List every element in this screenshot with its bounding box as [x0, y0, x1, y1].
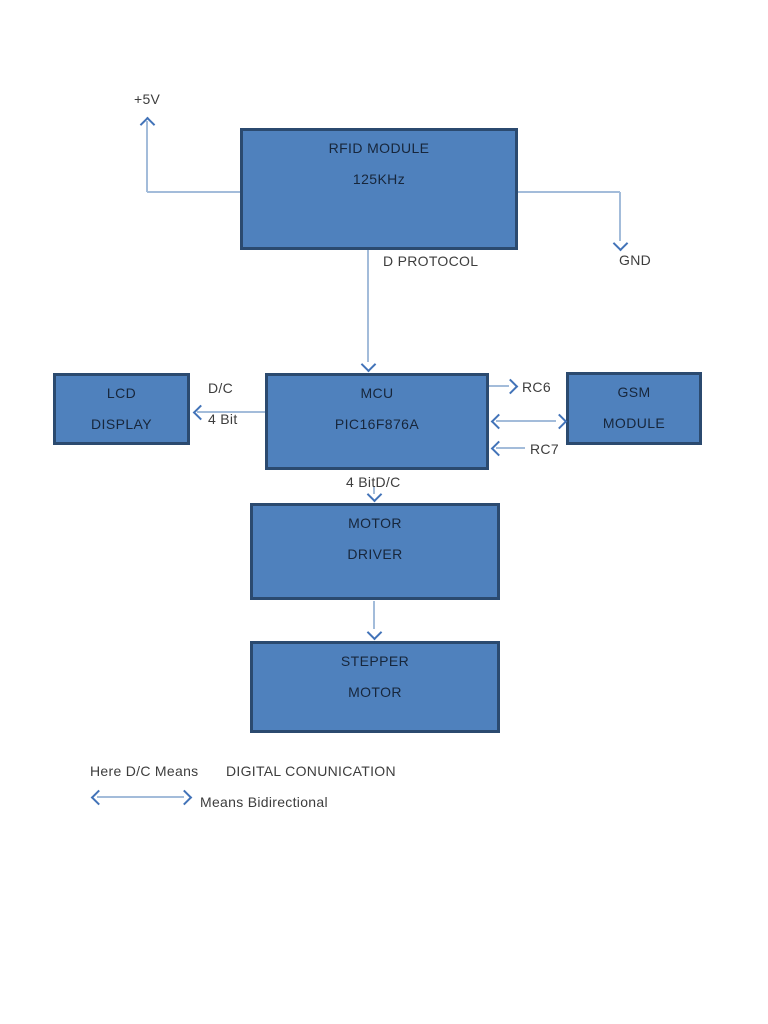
wire-mcu-to-motor-driver — [373, 487, 375, 494]
label-rc6: RC6 — [522, 379, 551, 395]
block-rfid-line1: RFID MODULE — [328, 140, 430, 156]
wire-motor-driver-to-stepper — [373, 601, 375, 629]
block-rfid-line2: 125KHz — [352, 171, 406, 187]
block-motor-driver-line2: DRIVER — [347, 546, 403, 562]
block-motor-driver: MOTOR DRIVER — [250, 503, 500, 600]
legend-dc-prefix: Here D/C Means — [90, 763, 199, 779]
wire-5v-horizontal — [147, 191, 240, 193]
label-rc7: RC7 — [530, 441, 559, 457]
block-mcu-line2: PIC16F876A — [334, 416, 420, 432]
block-rfid-module: RFID MODULE 125KHz — [240, 128, 518, 250]
block-mcu-line1: MCU — [360, 385, 394, 401]
block-gsm-module: GSM MODULE — [566, 372, 702, 445]
arrowhead-down-stepper-icon — [366, 624, 383, 641]
label-d-protocol: D PROTOCOL — [383, 253, 479, 269]
wire-rc6 — [489, 385, 509, 387]
legend-bidirectional-text: Means Bidirectional — [200, 794, 328, 810]
arrowhead-left-lcd-icon — [192, 404, 209, 421]
arrowhead-right-bidirectional-icon — [551, 413, 568, 430]
block-mcu: MCU PIC16F876A — [265, 373, 489, 470]
block-motor-driver-line1: MOTOR — [348, 515, 402, 531]
wire-5v-vertical — [146, 121, 148, 192]
label-gnd: GND — [619, 252, 652, 268]
wire-rc7 — [496, 447, 525, 449]
label-dc: D/C — [208, 380, 234, 396]
block-lcd-display: LCD DISPLAY — [53, 373, 190, 445]
block-gsm-line1: GSM — [617, 384, 651, 400]
block-stepper-line2: MOTOR — [348, 684, 402, 700]
label-4bit: 4 Bit — [208, 411, 238, 427]
block-stepper-line1: STEPPER — [340, 653, 410, 669]
arrowhead-left-legend-icon — [90, 789, 107, 806]
arrowhead-left-rc7-icon — [490, 440, 507, 457]
wire-protocol-vertical — [367, 250, 369, 362]
label-4bit-dc: 4 BitD/C — [346, 474, 401, 490]
label-plus5v: +5V — [134, 91, 161, 107]
block-gsm-line2: MODULE — [602, 415, 666, 431]
block-lcd-line1: LCD — [106, 385, 137, 401]
block-lcd-line2: DISPLAY — [91, 416, 152, 432]
wire-mcu-gsm-bidirectional — [496, 420, 556, 422]
arrowhead-up-5v-icon — [139, 116, 156, 133]
arrowhead-down-protocol-icon — [360, 356, 377, 373]
wire-legend-bidirectional — [97, 796, 184, 798]
wire-mcu-to-lcd — [197, 411, 265, 413]
wire-gnd-vertical — [619, 192, 621, 241]
arrowhead-down-gnd-icon — [612, 235, 629, 252]
arrowhead-right-legend-icon — [176, 789, 193, 806]
legend-dc-value: DIGITAL CONUNICATION — [226, 763, 396, 779]
arrowhead-right-rc6-icon — [502, 378, 519, 395]
wire-gnd-horizontal — [518, 191, 620, 193]
arrowhead-left-bidirectional-icon — [490, 413, 507, 430]
block-stepper-motor: STEPPER MOTOR — [250, 641, 500, 733]
